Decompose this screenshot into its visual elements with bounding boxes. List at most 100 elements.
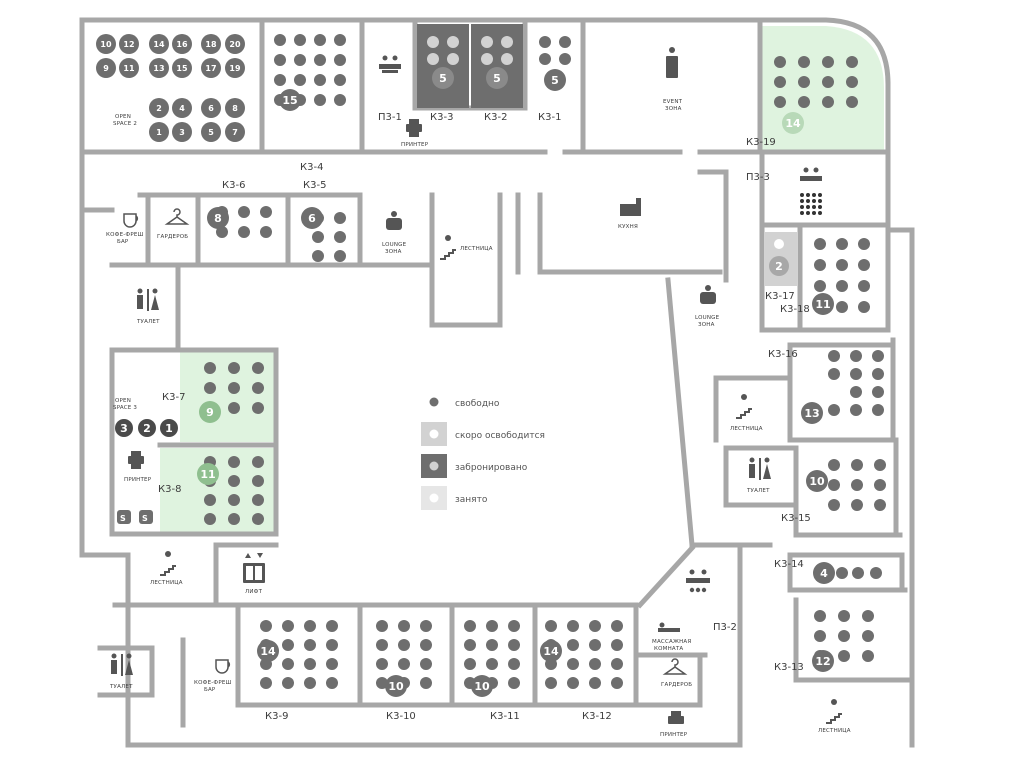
seat[interactable] <box>228 382 240 394</box>
seat[interactable] <box>420 639 432 651</box>
seat[interactable] <box>858 280 870 292</box>
seat[interactable] <box>774 239 784 249</box>
seat[interactable] <box>282 677 294 689</box>
desk[interactable]: 9 <box>96 58 116 78</box>
seat[interactable] <box>334 212 346 224</box>
seat[interactable] <box>501 53 513 65</box>
desk[interactable]: 18 <box>201 34 221 54</box>
seat[interactable] <box>294 34 306 46</box>
seat[interactable] <box>872 386 884 398</box>
seat[interactable] <box>589 658 601 670</box>
seat[interactable] <box>334 74 346 86</box>
seat[interactable] <box>814 238 826 250</box>
seat[interactable] <box>252 362 264 374</box>
seat[interactable] <box>774 96 786 108</box>
seat[interactable] <box>836 280 848 292</box>
seat[interactable] <box>589 639 601 651</box>
booked-room[interactable] <box>471 24 523 108</box>
seat[interactable] <box>294 74 306 86</box>
seat[interactable] <box>376 639 388 651</box>
seat[interactable] <box>874 499 886 511</box>
seat[interactable] <box>872 368 884 380</box>
seat[interactable] <box>447 53 459 65</box>
seat[interactable] <box>334 54 346 66</box>
seat[interactable] <box>850 404 862 416</box>
desk[interactable]: 10 <box>96 34 116 54</box>
seat[interactable] <box>846 56 858 68</box>
seat[interactable] <box>559 53 571 65</box>
seat[interactable] <box>851 499 863 511</box>
seat[interactable] <box>508 639 520 651</box>
desk[interactable]: 16 <box>172 34 192 54</box>
seat[interactable] <box>851 479 863 491</box>
seat[interactable] <box>774 56 786 68</box>
seat[interactable] <box>376 620 388 632</box>
seat[interactable] <box>238 206 250 218</box>
seat[interactable] <box>228 475 240 487</box>
desk[interactable]: 17 <box>201 58 221 78</box>
seat[interactable] <box>427 53 439 65</box>
seat[interactable] <box>836 567 848 579</box>
desk[interactable]: 8 <box>225 98 245 118</box>
seat[interactable] <box>314 94 326 106</box>
seat[interactable] <box>228 362 240 374</box>
seat[interactable] <box>427 36 439 48</box>
seat[interactable] <box>828 350 840 362</box>
seat[interactable] <box>858 301 870 313</box>
desk[interactable]: 15 <box>172 58 192 78</box>
seat[interactable] <box>846 76 858 88</box>
seat[interactable] <box>822 96 834 108</box>
seat[interactable] <box>398 658 410 670</box>
seat[interactable] <box>858 238 870 250</box>
seat[interactable] <box>304 658 316 670</box>
seat[interactable] <box>567 658 579 670</box>
seat[interactable] <box>314 74 326 86</box>
seat[interactable] <box>420 658 432 670</box>
seat[interactable] <box>545 620 557 632</box>
seat[interactable] <box>274 54 286 66</box>
seat[interactable] <box>464 639 476 651</box>
seat[interactable] <box>851 459 863 471</box>
desk[interactable]: 1 <box>149 122 169 142</box>
seat[interactable] <box>828 459 840 471</box>
desk[interactable]: 6 <box>201 98 221 118</box>
seat[interactable] <box>828 479 840 491</box>
seat[interactable] <box>326 658 338 670</box>
seat[interactable] <box>828 499 840 511</box>
booked-room[interactable] <box>417 24 469 108</box>
seat[interactable] <box>611 658 623 670</box>
seat[interactable] <box>274 74 286 86</box>
seat[interactable] <box>611 677 623 689</box>
seat[interactable] <box>486 620 498 632</box>
seat[interactable] <box>589 677 601 689</box>
seat[interactable] <box>822 56 834 68</box>
seat[interactable] <box>304 620 316 632</box>
seat[interactable] <box>334 231 346 243</box>
seat[interactable] <box>611 639 623 651</box>
seat[interactable] <box>334 34 346 46</box>
seat[interactable] <box>611 620 623 632</box>
seat[interactable] <box>850 350 862 362</box>
seat[interactable] <box>447 36 459 48</box>
seat[interactable] <box>836 259 848 271</box>
seat[interactable] <box>836 301 848 313</box>
seat[interactable] <box>260 620 272 632</box>
seat[interactable] <box>314 34 326 46</box>
seat[interactable] <box>314 54 326 66</box>
seat[interactable] <box>464 658 476 670</box>
seat[interactable] <box>334 94 346 106</box>
seat[interactable] <box>228 402 240 414</box>
seat[interactable] <box>874 479 886 491</box>
seat[interactable] <box>539 36 551 48</box>
seat[interactable] <box>486 658 498 670</box>
seat[interactable] <box>216 226 228 238</box>
seat[interactable] <box>798 76 810 88</box>
seat[interactable] <box>814 259 826 271</box>
seat[interactable] <box>376 658 388 670</box>
seat[interactable] <box>486 639 498 651</box>
desk[interactable]: 19 <box>225 58 245 78</box>
seat[interactable] <box>862 650 874 662</box>
seat[interactable] <box>858 259 870 271</box>
seat[interactable] <box>850 386 862 398</box>
seat[interactable] <box>481 36 493 48</box>
